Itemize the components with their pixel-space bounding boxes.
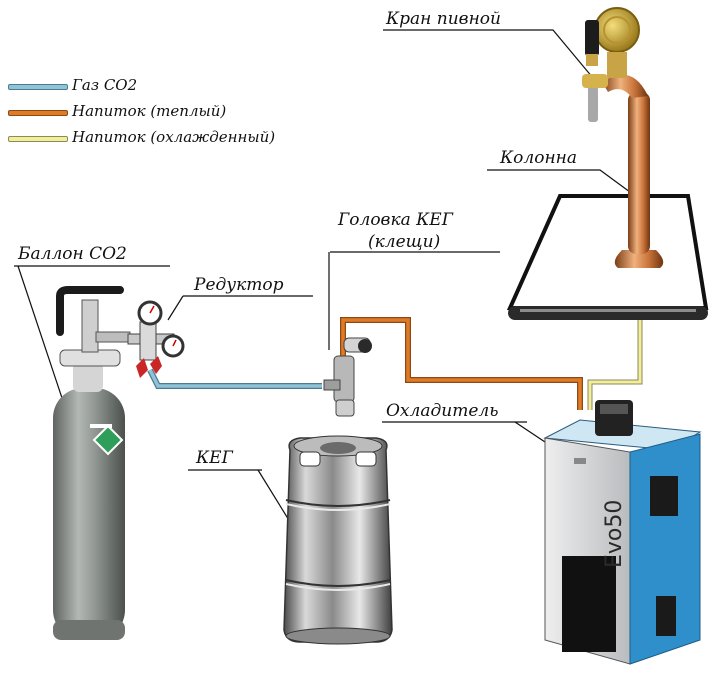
warm-beverage-pipe (340, 317, 583, 410)
legend-label-gas: Газ CO2 (72, 76, 138, 94)
label-keg: КЕГ (196, 448, 233, 468)
label-cooler: Охладитель (386, 401, 499, 421)
gas-pipe (147, 368, 322, 389)
chilled-beverage-pipe (587, 318, 643, 410)
keg-icon (283, 435, 393, 645)
co2-cylinder-icon (53, 286, 131, 640)
label-column: Колонна (500, 148, 577, 168)
label-reducer: Редуктор (194, 275, 284, 295)
label-keg-head-line1: Головка КЕГ (338, 210, 453, 230)
label-keg-head-line2: (клещи) (368, 232, 441, 252)
bar-counter-icon (506, 194, 709, 320)
reducer-icon (127, 300, 185, 378)
beer-cooler-icon (543, 400, 702, 665)
label-cylinder: Баллон CO2 (18, 244, 127, 264)
cooler-brand-text: Evo50 (602, 499, 627, 568)
legend-swatch-gas (8, 84, 68, 90)
legend-swatch-cold (8, 136, 68, 142)
keg-coupler-icon (323, 337, 372, 417)
legend-label-warm: Напиток (теплый) (72, 102, 227, 120)
beer-tap-icon (582, 7, 664, 268)
legend-swatch-warm (8, 110, 68, 116)
legend-label-cold: Напиток (охлажденный) (72, 128, 276, 146)
label-leader-lines (14, 29, 635, 531)
label-tap: Кран пивной (386, 9, 501, 29)
